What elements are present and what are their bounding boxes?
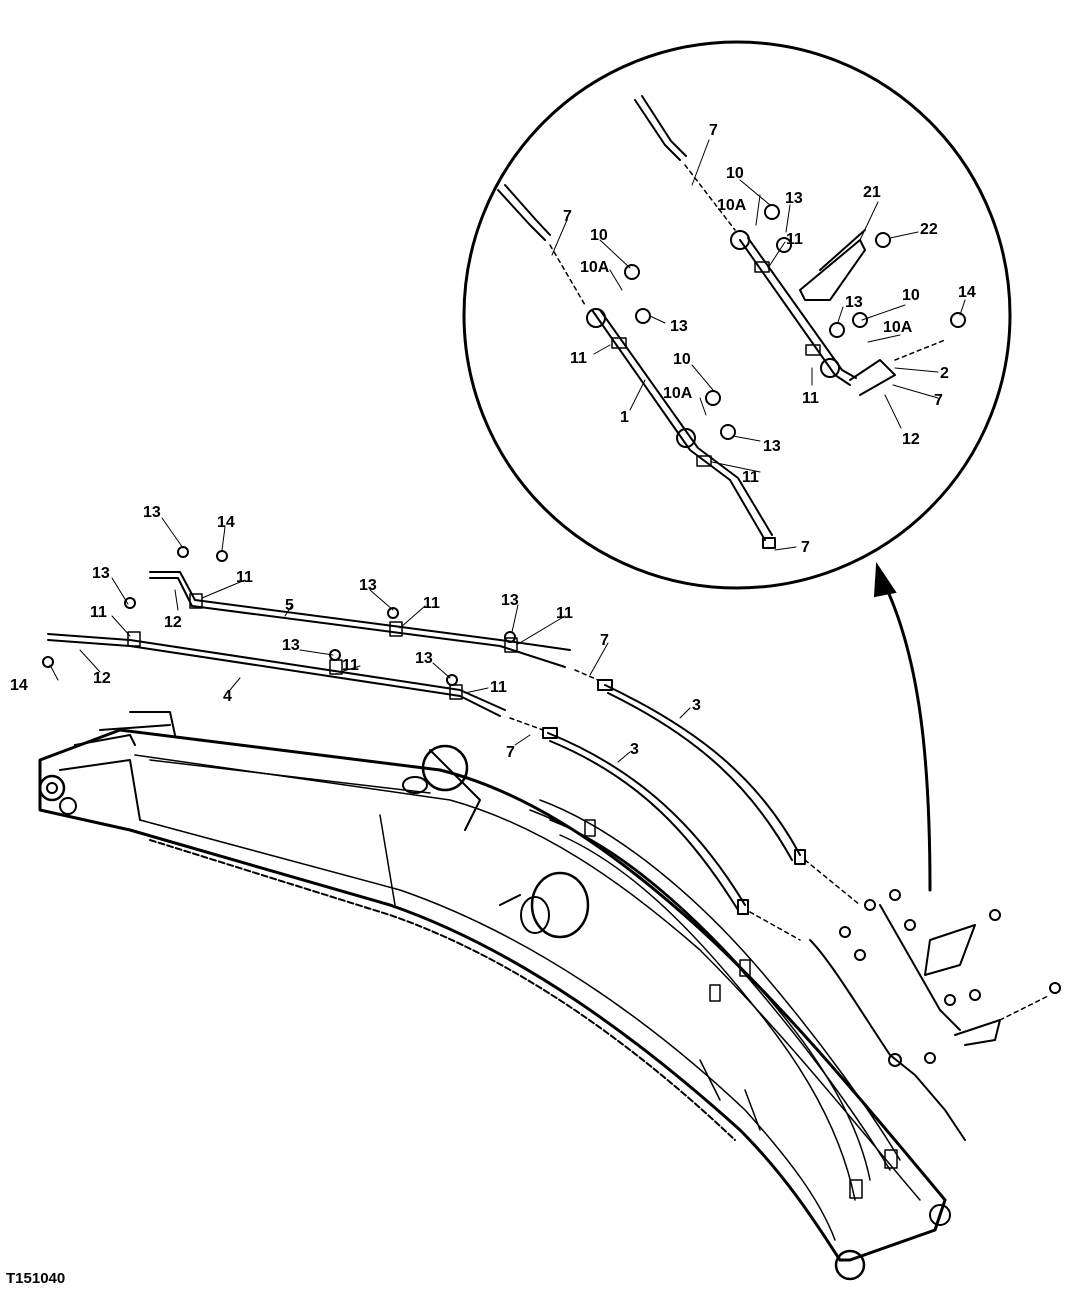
detail-callout-5: 21 — [863, 184, 881, 201]
detail-callout-13: 7 — [934, 392, 943, 409]
callout-12: 13 — [501, 592, 519, 609]
callout-21: 7 — [506, 744, 515, 761]
callout-1: 13 — [143, 504, 161, 521]
detail-callout-10: 10A — [883, 319, 913, 336]
callout-9: 12 — [93, 670, 111, 687]
detail-callout-24: 13 — [763, 438, 781, 455]
detail-callout-3: 10A — [717, 197, 747, 214]
detail-callout-23: 10A — [663, 385, 693, 402]
detail-callout-15: 12 — [902, 431, 920, 448]
callout-19: 7 — [600, 632, 609, 649]
callout-6: 13 — [359, 577, 377, 594]
detail-callout-17: 10 — [590, 227, 608, 244]
detail-callout-6: 22 — [920, 221, 938, 238]
detail-arrow — [873, 561, 932, 892]
detail-callout-19: 13 — [670, 318, 688, 335]
detail-callout-11: 14 — [958, 284, 976, 301]
detail-callout-7: 11 — [786, 231, 803, 248]
callout-8: 14 — [10, 677, 28, 694]
callout-10: 13 — [92, 565, 110, 582]
detail-callout-14: 11 — [802, 390, 819, 407]
detail-callout-18: 10A — [580, 259, 610, 276]
callout-labels: 13 14 11 12 5 13 11 14 12 13 11 13 11 13 11 4 13 11 7 3 7 3 — [10, 504, 701, 761]
callout-14: 13 — [282, 637, 300, 654]
detail-callout-8: 13 — [845, 294, 863, 311]
callout-17: 13 — [415, 650, 433, 667]
callout-4: 12 — [164, 614, 182, 631]
figure-id: T151040 — [6, 1270, 66, 1287]
detail-callout-2: 10 — [726, 165, 744, 182]
callout-22: 3 — [630, 741, 639, 758]
detail-callout-4: 13 — [785, 190, 803, 207]
detail-callout-16: 7 — [563, 208, 572, 225]
callout-2: 14 — [217, 514, 235, 531]
detail-view — [462, 40, 1012, 590]
callout-16: 4 — [223, 688, 232, 705]
callout-13: 11 — [556, 605, 573, 622]
callout-11: 11 — [90, 604, 107, 621]
boom-assembly — [38, 711, 951, 1281]
callout-20: 3 — [692, 697, 701, 714]
detail-callout-25: 11 — [742, 469, 759, 486]
detail-callout-26: 7 — [801, 539, 810, 556]
detail-callout-22: 10 — [673, 351, 691, 368]
detail-callout-12: 2 — [940, 365, 949, 382]
detail-callout-9: 10 — [902, 287, 920, 304]
callout-15: 11 — [342, 657, 359, 674]
exploded-fittings — [809, 889, 1061, 1141]
detail-callout-21: 1 — [620, 409, 629, 426]
tube-assembly — [42, 517, 861, 941]
callout-3: 11 — [236, 569, 253, 586]
callout-18: 11 — [490, 679, 507, 696]
detail-callout-1: 7 — [709, 122, 718, 139]
callout-5: 5 — [285, 597, 294, 614]
callout-7: 11 — [423, 595, 440, 612]
detail-callout-20: 11 — [570, 350, 587, 367]
